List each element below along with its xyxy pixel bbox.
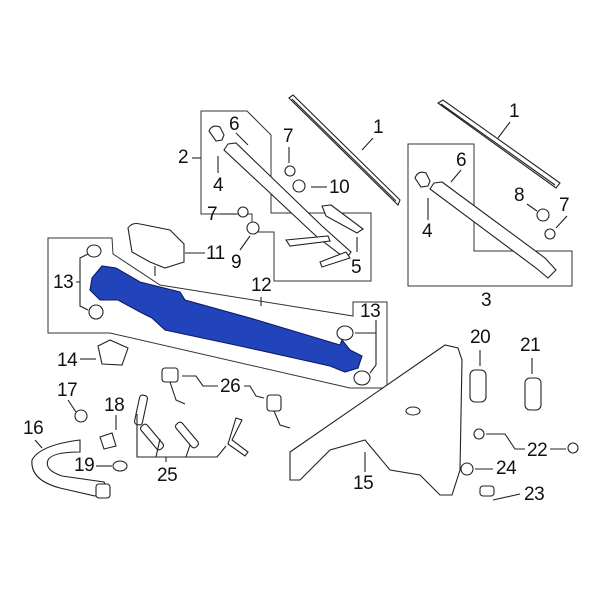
callout-15[interactable]: 15 — [353, 473, 374, 494]
callout-14[interactable]: 14 — [57, 350, 78, 371]
callout-23[interactable]: 23 — [524, 484, 545, 505]
callout-9[interactable]: 9 — [231, 252, 242, 273]
callout-7[interactable]: 7 — [283, 126, 294, 147]
cap-10[interactable] — [292, 179, 306, 193]
wiper-linkage-highlighted[interactable] — [89, 265, 363, 373]
hose-connectors[interactable] — [133, 394, 249, 462]
grommet-13c[interactable] — [336, 325, 354, 341]
callout-21[interactable]: 21 — [520, 335, 541, 356]
nut-7c[interactable] — [544, 228, 556, 240]
cap-4-right[interactable] — [414, 171, 431, 188]
callout-5[interactable]: 5 — [351, 257, 362, 278]
washer-reservoir[interactable] — [289, 344, 463, 496]
grommet-22a[interactable] — [473, 428, 485, 440]
callout-3[interactable]: 3 — [481, 290, 492, 311]
callout-20[interactable]: 20 — [470, 327, 491, 348]
wiper-blade-right[interactable] — [437, 99, 561, 189]
arm-bracket-lower[interactable] — [319, 251, 351, 268]
grommet-13b[interactable] — [88, 304, 104, 320]
wiper-blade-left[interactable] — [288, 94, 401, 206]
leader-lines — [34, 121, 568, 501]
callout-11[interactable]: 11 — [206, 243, 225, 264]
callout-22[interactable]: 22 — [527, 440, 548, 461]
grommet-22b[interactable] — [567, 442, 579, 454]
callout-13[interactable]: 13 — [53, 272, 74, 293]
grommet-17[interactable] — [74, 409, 88, 423]
clip-18[interactable] — [99, 432, 117, 450]
clamp-19[interactable] — [112, 460, 128, 472]
wiper-motor[interactable] — [127, 222, 185, 269]
callout-6[interactable]: 6 — [229, 114, 240, 135]
hose-16-fitting — [95, 483, 111, 499]
blade-insert-5[interactable] — [321, 204, 364, 234]
callout-4[interactable]: 4 — [213, 175, 224, 196]
callout-12[interactable]: 12 — [251, 275, 272, 296]
sensor-23[interactable] — [479, 485, 495, 497]
callout-25[interactable]: 25 — [157, 465, 178, 486]
callout-7[interactable]: 7 — [559, 195, 570, 216]
callout-8[interactable]: 8 — [514, 185, 525, 206]
callout-16[interactable]: 16 — [23, 418, 44, 439]
callout-13[interactable]: 13 — [360, 301, 381, 322]
seal-24[interactable] — [460, 462, 474, 476]
callout-17[interactable]: 17 — [57, 380, 78, 401]
callout-2[interactable]: 2 — [178, 147, 189, 168]
cap-8[interactable] — [536, 208, 550, 222]
group-box-3 — [407, 143, 573, 287]
grommet-13a[interactable] — [86, 244, 102, 258]
group-box-12 — [47, 237, 388, 389]
cap-4-left[interactable] — [208, 125, 225, 142]
callout-19[interactable]: 19 — [74, 455, 95, 476]
washer-nozzles[interactable] — [161, 367, 291, 429]
callout-1[interactable]: 1 — [509, 101, 520, 122]
washer-9[interactable] — [246, 221, 260, 235]
nut-7a[interactable] — [284, 165, 296, 177]
callout-10[interactable]: 10 — [329, 177, 350, 198]
callout-4[interactable]: 4 — [422, 221, 433, 242]
bracket-14[interactable] — [97, 339, 129, 366]
arm-bracket[interactable] — [285, 235, 331, 247]
reservoir-inlet — [405, 406, 421, 416]
callout-1[interactable]: 1 — [373, 117, 384, 138]
callout-26[interactable]: 26 — [220, 376, 241, 397]
callout-7[interactable]: 7 — [207, 204, 218, 225]
callout-6[interactable]: 6 — [456, 150, 467, 171]
pump-21[interactable] — [524, 377, 542, 411]
callout-24[interactable]: 24 — [496, 458, 517, 479]
grommet-13d[interactable] — [353, 370, 371, 386]
pump-20[interactable] — [469, 369, 487, 403]
nut-7b[interactable] — [237, 206, 249, 218]
wiper-arm-right[interactable] — [429, 181, 557, 279]
callout-18[interactable]: 18 — [104, 395, 125, 416]
